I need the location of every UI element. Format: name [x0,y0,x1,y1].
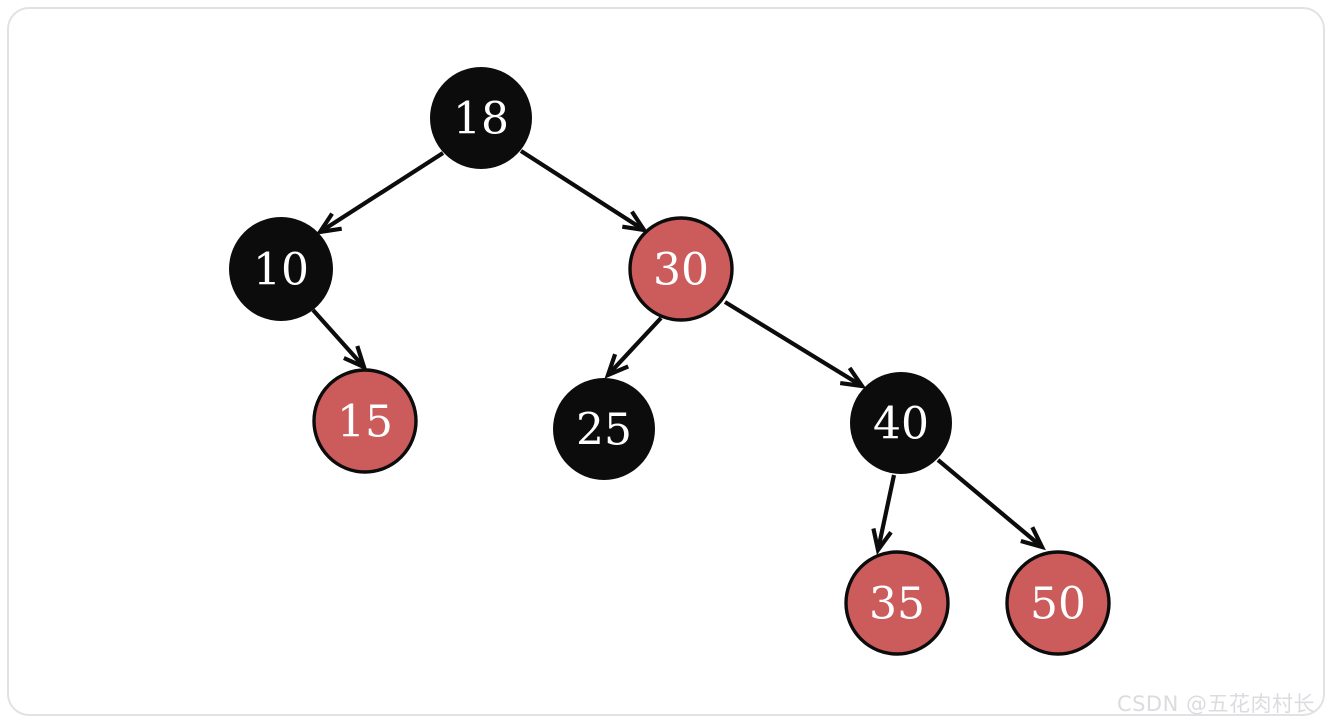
edge-shaft [723,300,864,388]
tree-edge-40-to-50 [936,458,1046,551]
edge-shaft [875,474,897,551]
csdn-watermark: CSDN @五花肉村长 [1116,692,1315,716]
node-label-50: 50 [1030,579,1086,630]
edge-shaft [606,316,663,377]
edge-arrowhead-icon [1020,526,1046,551]
edge-shaft [519,149,646,232]
tree-node-30[interactable]: 30 [628,216,734,322]
edge-arrowhead-icon [604,353,630,379]
node-label-10: 10 [253,245,309,296]
tree-edge-40-to-35 [871,474,897,556]
node-circle-35[interactable] [844,550,950,656]
node-circle-40[interactable] [850,372,952,474]
tree-node-50[interactable]: 50 [1005,550,1111,656]
edge-arrowhead-icon [621,210,649,233]
tree-node-40[interactable]: 40 [850,372,952,474]
tree-node-15[interactable]: 15 [312,368,418,474]
node-circle-10[interactable] [229,217,333,321]
tree-edges-layer [311,149,1046,556]
node-label-18: 18 [453,94,509,145]
edge-shaft [311,308,366,369]
node-label-35: 35 [869,579,925,630]
tree-edge-30-to-40 [723,300,867,389]
node-circle-50[interactable] [1005,550,1111,656]
edge-arrowhead-icon [871,528,893,556]
edge-arrowhead-icon [315,212,343,235]
tree-edge-18-to-30 [519,149,649,233]
tree-node-35[interactable]: 35 [844,550,950,656]
node-circle-18[interactable] [430,67,532,169]
node-circle-30[interactable] [628,216,734,322]
edge-shaft [318,151,445,234]
tree-node-25[interactable]: 25 [553,378,655,480]
node-label-30: 30 [653,245,709,296]
tree-edge-10-to-15 [311,308,368,371]
node-label-25: 25 [576,405,632,456]
edge-arrowhead-icon [839,366,867,389]
node-circle-15[interactable] [312,368,418,474]
edge-arrowhead-icon [343,345,368,371]
tree-edge-18-to-10 [315,151,445,235]
tree-node-10[interactable]: 10 [229,217,333,321]
node-label-40: 40 [873,399,929,450]
tree-edge-30-to-25 [604,316,663,379]
node-circle-25[interactable] [553,378,655,480]
edge-shaft [936,458,1044,549]
tree-node-18[interactable]: 18 [430,67,532,169]
node-label-15: 15 [337,397,393,448]
tree-nodes-layer: 18 10 30 15 25 40 35 50 [229,67,1111,656]
